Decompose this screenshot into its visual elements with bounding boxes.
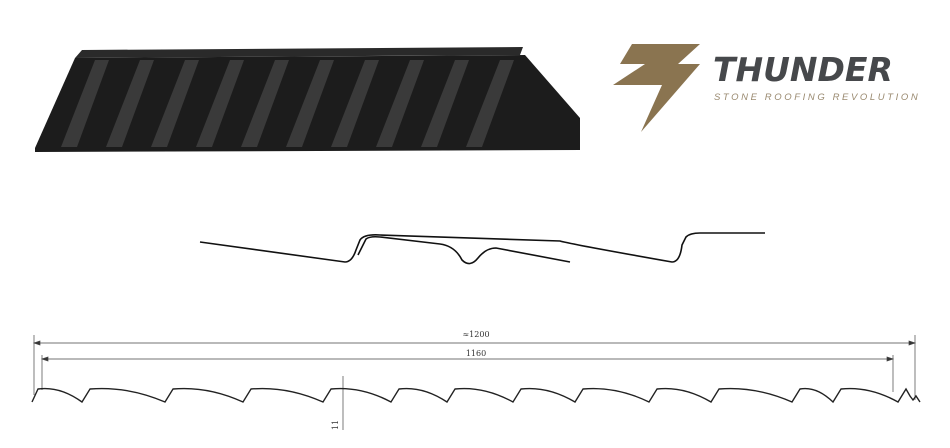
tile-rib [106,60,154,147]
profile-height-label: 11 [331,420,340,430]
cross-section-profile [31,387,921,404]
brand-name: THUNDER [713,50,893,89]
tile-rib [286,60,334,147]
tile-rib [151,60,199,147]
overall-width-label: ≈1200 [462,330,489,339]
tile-rib [421,60,469,147]
side-profile-drawing [199,232,765,265]
tile-rib [466,60,514,147]
effective-width-label: 1160 [466,349,486,358]
roof-tile-image [35,47,580,152]
tile-rib [331,60,379,147]
tile-rib [61,60,109,147]
lightning-bolt-logo [613,44,700,132]
tile-rib [196,60,244,147]
tile-rib [241,60,289,147]
tile-rib [376,60,424,147]
brand-tagline: STONE ROOFING REVOLUTION [714,92,921,103]
dimension-lines [32,335,917,430]
